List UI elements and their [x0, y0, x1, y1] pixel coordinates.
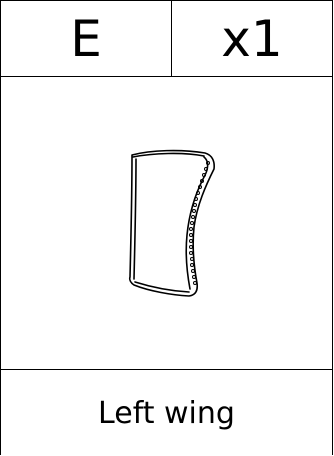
part-quantity: x1 — [221, 9, 283, 68]
part-illustration-area — [1, 77, 332, 370]
part-name: Left wing — [98, 395, 235, 431]
left-wing-part-icon — [128, 149, 215, 297]
part-letter: E — [1, 1, 172, 76]
part-header: E x1 — [1, 1, 332, 77]
